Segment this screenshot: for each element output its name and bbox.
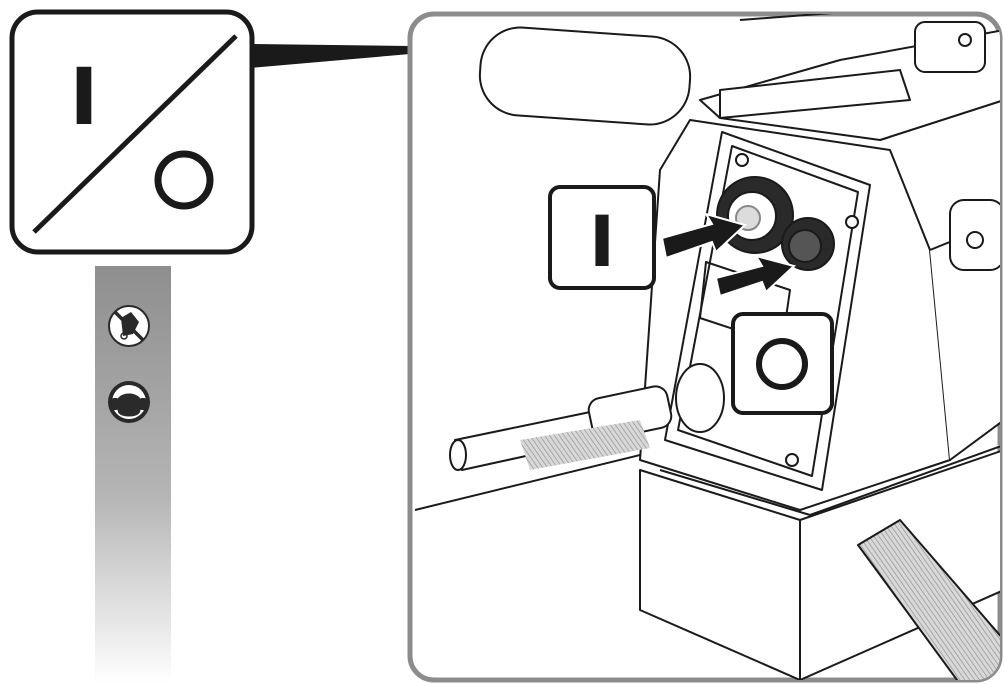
on-label-box: I (550, 187, 654, 288)
off-button[interactable] (782, 218, 834, 270)
legend-on-symbol: I (69, 53, 98, 143)
on-label: I (589, 201, 615, 283)
no-esd-touch-icon (109, 306, 149, 346)
off-label-box (733, 314, 832, 413)
safety-strip (95, 266, 171, 684)
main-illustration: I (410, 0, 1004, 684)
ear-protection-icon (108, 381, 150, 423)
callout-pointer (250, 44, 410, 68)
legend-box: I (12, 12, 410, 252)
